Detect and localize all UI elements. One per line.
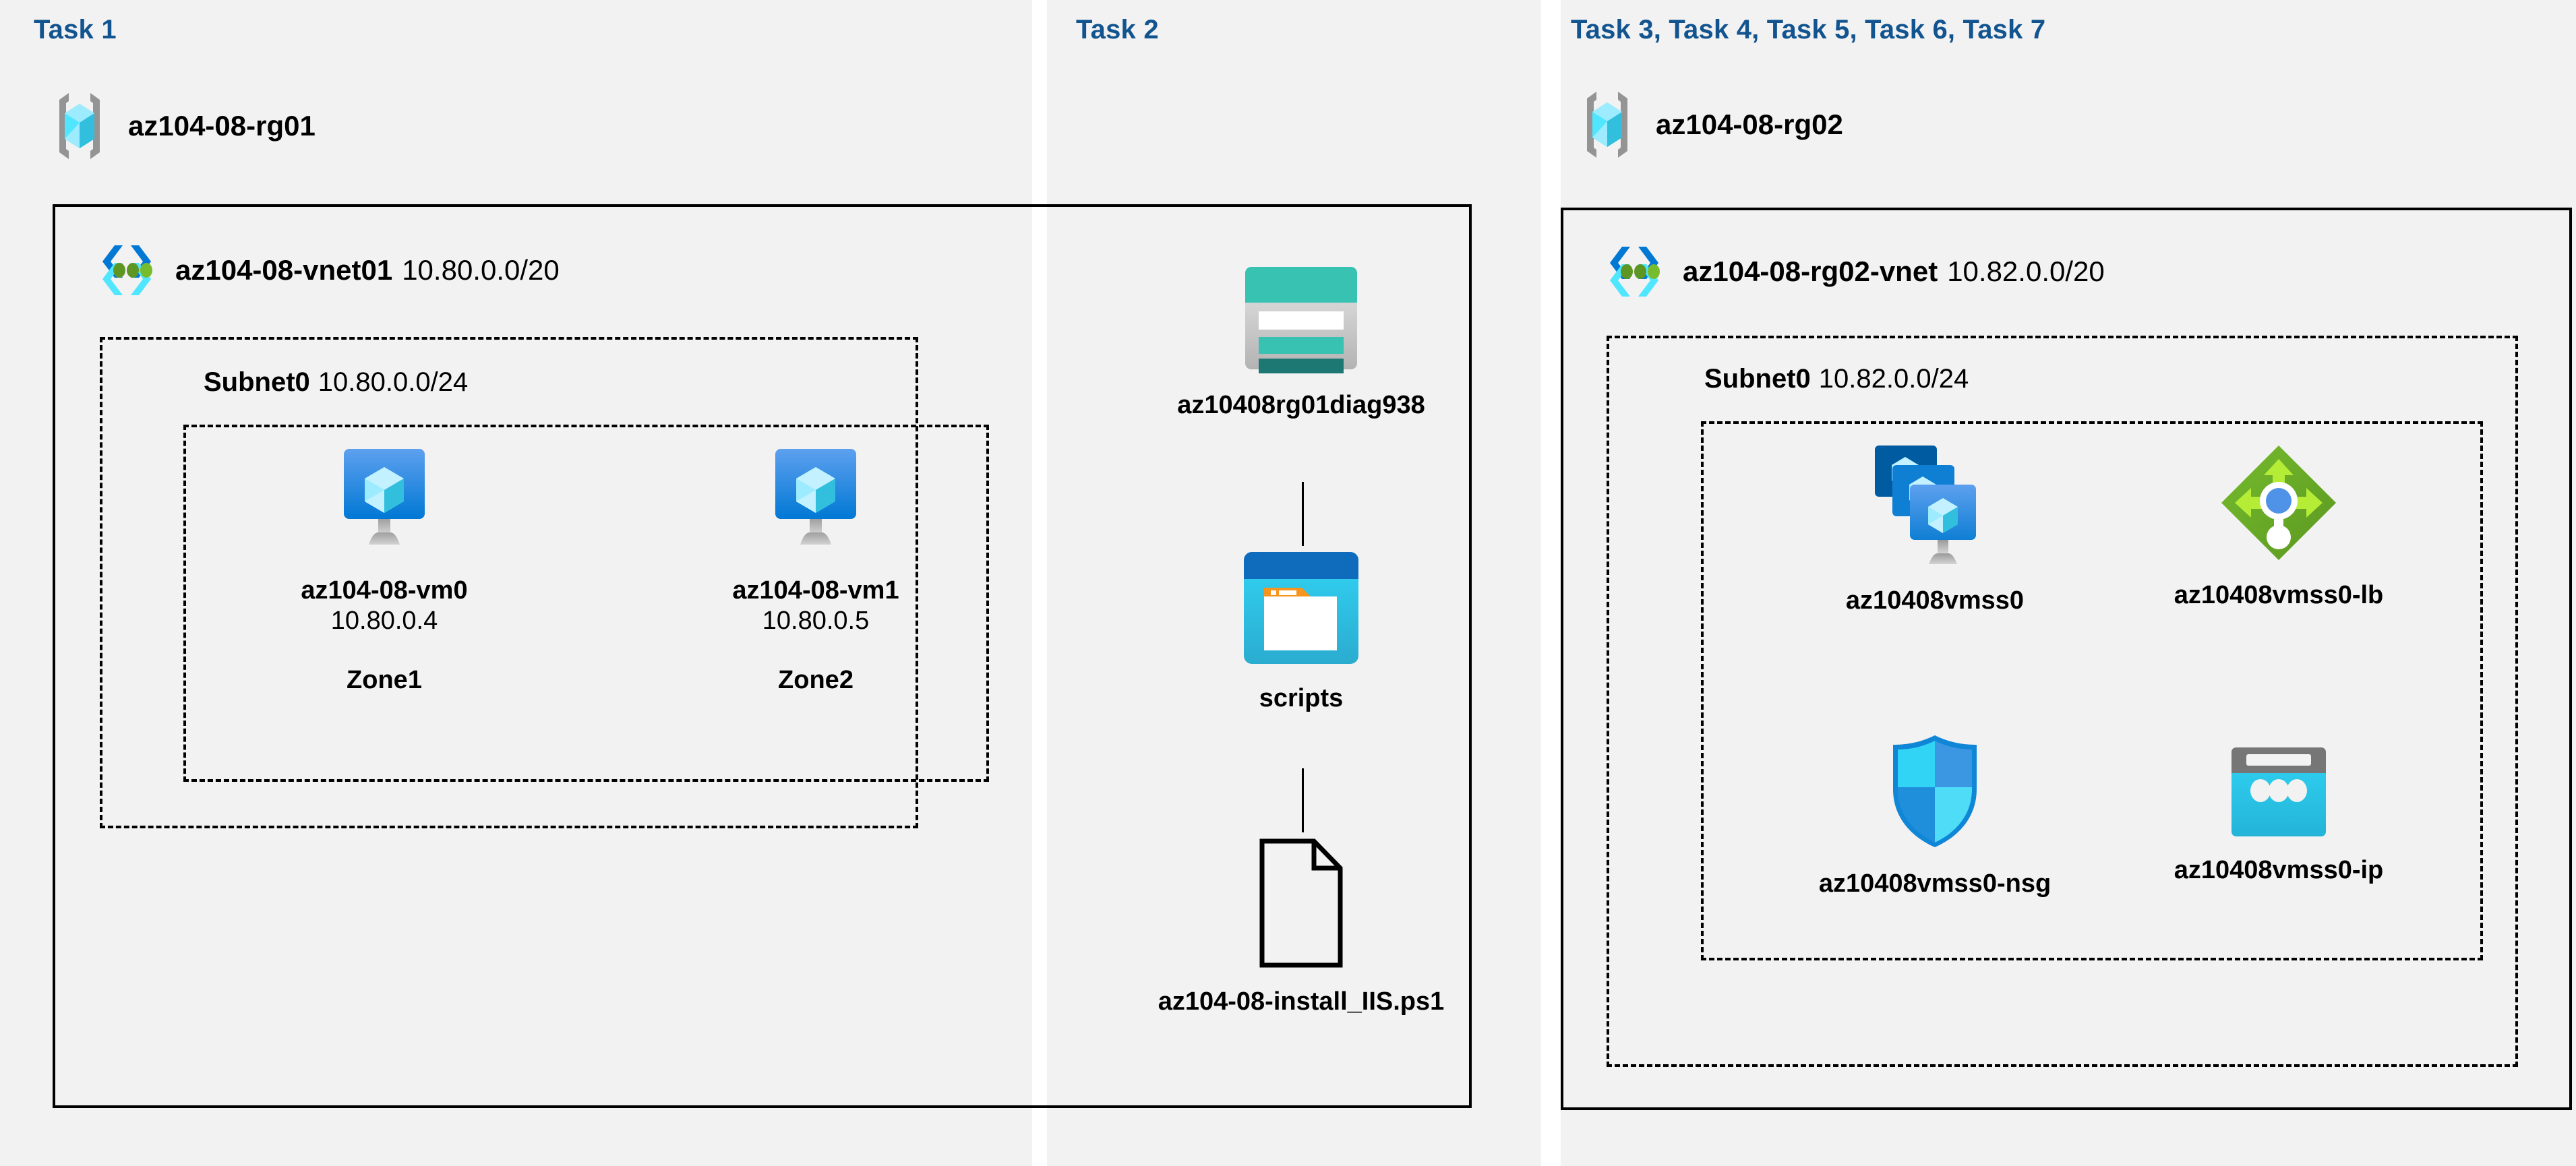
vm-zone: Zone1 [347, 666, 422, 695]
load-balancer-name: az10408vmss0-lb [2174, 581, 2384, 609]
vm-name: az104-08-vm1 [732, 576, 899, 605]
subnet-header-task1: Subnet0 10.80.0.0/24 [204, 367, 468, 398]
nsg-name: az10408vmss0-nsg [1818, 869, 2051, 898]
task-label-1: Task 1 [34, 15, 117, 44]
vm-node-1: az104-08-vm1 10.80.0.5 Zone2 [661, 445, 971, 695]
public-ip-name: az10408vmss0-ip [2174, 856, 2384, 884]
connector-storage-to-container [1302, 482, 1304, 546]
subnet-box-task3 [1607, 336, 2518, 1067]
virtual-network-icon [1602, 243, 1667, 301]
blob-container-name: scripts [1259, 684, 1344, 712]
vnet-box-task3 [1561, 208, 2572, 1110]
vm-node-0: az104-08-vm0 10.80.0.4 Zone1 [229, 445, 539, 695]
availability-zone-box-task1 [183, 425, 989, 782]
load-balancer-icon [2217, 441, 2340, 564]
virtual-machine-icon [765, 445, 866, 559]
storage-account-icon [1237, 263, 1365, 374]
vnet-cidr: 10.80.0.0/20 [402, 254, 560, 286]
public-ip-address-icon [2227, 745, 2330, 839]
vm-zone: Zone2 [778, 666, 853, 695]
vmss-name: az10408vmss0 [1845, 586, 2025, 615]
script-file-name: az104-08-install_IIS.ps1 [1158, 987, 1445, 1016]
storage-account-name: az10408rg01diag938 [1177, 391, 1425, 419]
nsg-node: az10408vmss0-nsg [1780, 731, 2090, 899]
vnet-header-task3: az104-08-rg02-vnet 10.82.0.0/20 [1602, 243, 2105, 301]
resources-box-task3 [1701, 421, 2483, 960]
blob-container-icon [1240, 549, 1362, 667]
subnet-name: Subnet0 [1704, 364, 1811, 394]
vm-ip: 10.80.0.5 [762, 606, 870, 635]
subnet-cidr: 10.80.0.0/24 [318, 367, 469, 397]
vnet-header-task1: az104-08-vnet01 10.80.0.0/20 [94, 241, 560, 299]
resource-group-task3: az104-08-rg02 [1576, 88, 1843, 162]
vnet-label-group: az104-08-rg02-vnet 10.82.0.0/20 [1683, 255, 2105, 288]
connector-container-to-file [1302, 768, 1304, 832]
vm-ip: 10.80.0.4 [330, 606, 438, 635]
virtual-network-icon [94, 241, 159, 299]
resource-group-name: az104-08-rg01 [128, 110, 316, 142]
task-label-2: Task 2 [1076, 15, 1159, 44]
vnet-box-task1 [53, 204, 1472, 1108]
resource-group-icon [1576, 88, 1638, 162]
storage-account-node: az10408rg01diag938 [1146, 263, 1456, 421]
resource-group-name: az104-08-rg02 [1656, 109, 1843, 140]
vm-scale-set-icon [1871, 441, 1999, 570]
script-file-node: az104-08-install_IIS.ps1 [1146, 836, 1456, 1017]
panel-task3-7 [1561, 0, 2576, 1166]
load-balancer-node: az10408vmss0-lb [2124, 441, 2434, 611]
panel-task1 [0, 0, 1032, 1166]
vmss-node: az10408vmss0 [1780, 441, 2090, 616]
public-ip-node: az10408vmss0-ip [2124, 745, 2434, 886]
vnet-name: az104-08-rg02-vnet [1683, 255, 1938, 287]
subnet-cidr: 10.82.0.0/24 [1818, 364, 1969, 394]
vnet-label-group: az104-08-vnet01 10.80.0.0/20 [175, 254, 560, 286]
subnet-name: Subnet0 [204, 367, 310, 397]
resource-group-task1: az104-08-rg01 [49, 89, 316, 163]
vnet-cidr: 10.82.0.0/20 [1947, 255, 2105, 287]
subnet-box-task1 [100, 337, 918, 828]
vnet-name: az104-08-vnet01 [175, 254, 393, 286]
file-icon [1256, 836, 1346, 971]
blob-container-node: scripts [1146, 549, 1456, 714]
task-label-3-7: Task 3, Task 4, Task 5, Task 6, Task 7 [1571, 15, 2046, 44]
vm-name: az104-08-vm0 [301, 576, 468, 605]
resource-group-icon [49, 89, 111, 163]
virtual-machine-icon [334, 445, 435, 559]
network-security-group-icon [1884, 731, 1986, 853]
